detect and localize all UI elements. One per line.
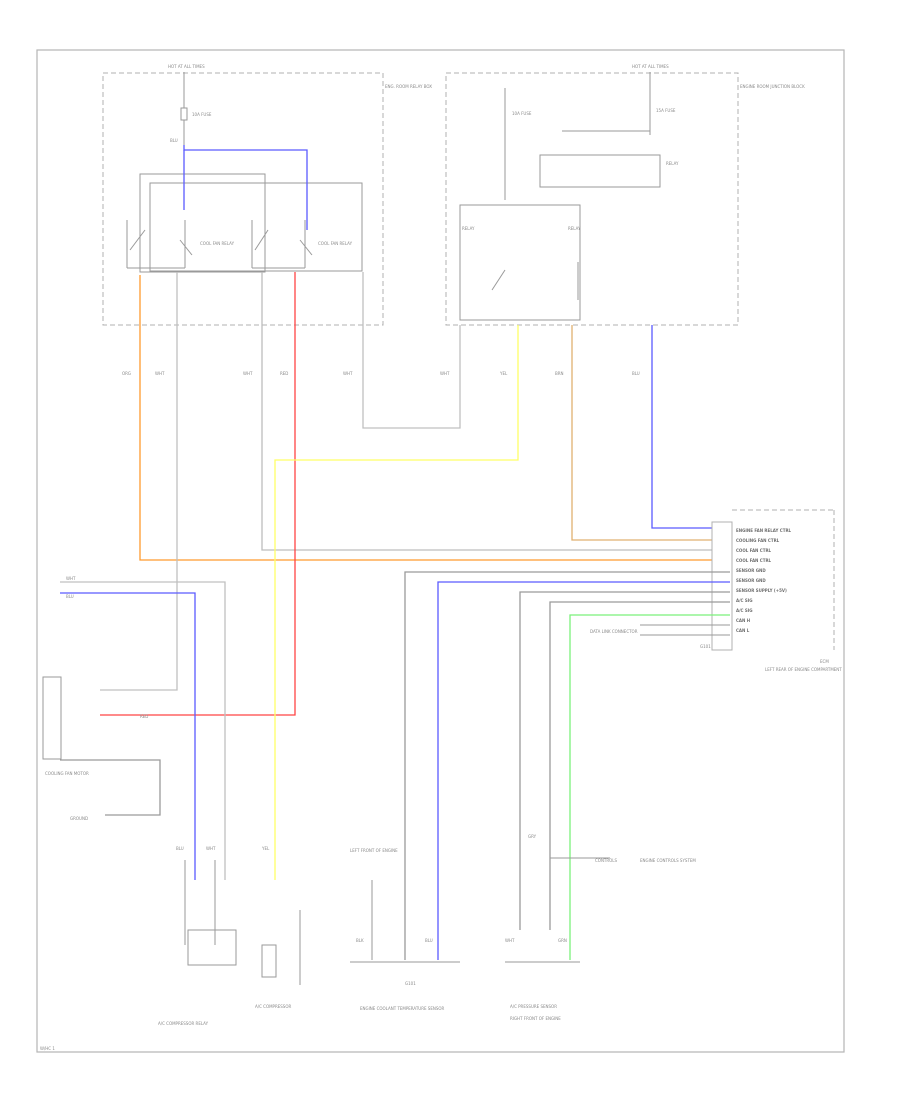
green-ecm-wire bbox=[569, 614, 730, 960]
yellow-wire bbox=[274, 325, 519, 880]
bottom-wire-wht: WHT bbox=[206, 846, 216, 851]
ect-ground-label: G101 bbox=[405, 981, 416, 986]
ecm-label: ECM bbox=[820, 659, 829, 664]
left-blue-wire bbox=[60, 592, 196, 880]
ecm-pin-1: ENGINE FAN RELAY CTRL bbox=[736, 528, 792, 533]
gray-ecm-wire-3 bbox=[519, 591, 730, 930]
left-fuse bbox=[180, 107, 188, 121]
relay-2-contact bbox=[254, 229, 269, 251]
right-relay-1-label: RELAY bbox=[462, 226, 475, 231]
diagram-border bbox=[36, 49, 845, 1053]
right-relay-2-label: RELAY bbox=[568, 226, 581, 231]
blue-wire-label: BLU bbox=[170, 138, 178, 143]
blue-wire-top bbox=[183, 145, 308, 230]
red-wire-label: RED bbox=[280, 371, 288, 376]
ecm-controls-label: CONTROLS bbox=[595, 858, 618, 863]
ecm-pin-11: CAN L bbox=[736, 628, 750, 633]
left-wire-label-2: BLU bbox=[66, 594, 74, 599]
footer-label: W/HC 1 bbox=[40, 1046, 55, 1051]
cooling-fan-motor bbox=[42, 676, 62, 760]
blue-ecm-wire-2 bbox=[437, 581, 730, 960]
relay-2-label: COOL FAN RELAY bbox=[318, 241, 353, 246]
ecm-pin-10: CAN H bbox=[736, 618, 750, 623]
white-wire-2-label: WHT bbox=[243, 371, 253, 376]
gray-ecm-wire-1 bbox=[404, 571, 730, 960]
left-relay-outline bbox=[139, 173, 266, 273]
ect-wire-blu: BLU bbox=[425, 938, 433, 943]
ecm-connector bbox=[711, 521, 733, 651]
white-wire-1-label: WHT bbox=[155, 371, 165, 376]
white-wire-3-label: WHT bbox=[343, 371, 353, 376]
left-relay-outline-2 bbox=[149, 182, 363, 272]
ac-compressor-relay bbox=[187, 929, 237, 966]
ac-compressor-relay-label: A/C COMPRESSOR RELAY bbox=[158, 1021, 209, 1026]
ac-pressure-loc-label: RIGHT FRONT OF ENGINE bbox=[510, 1016, 561, 1021]
ac-pressure-top-label: GRY bbox=[528, 834, 537, 839]
ecm-side-label: DATA LINK CONNECTOR bbox=[590, 629, 638, 634]
relay-1-coil bbox=[179, 239, 193, 256]
engine-controls-label: ENGINE CONTROLS SYSTEM bbox=[640, 858, 696, 863]
ecm-connector-name: G101 bbox=[700, 644, 711, 649]
ect-wire-blk: BLK bbox=[356, 938, 364, 943]
ac-wire-grn: GRN bbox=[558, 938, 567, 943]
blue-wire-ecm bbox=[651, 325, 730, 529]
right-relay-box bbox=[459, 204, 581, 321]
ect-sensor-label: ENGINE COOLANT TEMPERATURE SENSOR bbox=[360, 1006, 445, 1011]
ecm-pin-6: SENSOR GND bbox=[736, 578, 766, 583]
red-wire bbox=[100, 272, 296, 716]
right-box-title: ENGINE ROOM JUNCTION BLOCK bbox=[740, 84, 805, 89]
left-white-wire bbox=[60, 581, 226, 880]
right-relay-contact bbox=[491, 269, 506, 291]
ac-compressor-label: A/C COMPRESSOR bbox=[255, 1004, 291, 1009]
gray-loop-wire bbox=[362, 272, 461, 429]
bottom-wire-yel: YEL bbox=[261, 846, 270, 851]
left-box-title: ENG. ROOM RELAY BOX bbox=[385, 84, 432, 89]
ecm-pin-2: COOLING FAN CTRL bbox=[736, 538, 780, 543]
right-junction-box bbox=[445, 72, 739, 326]
ecm-pin-3: COOL FAN CTRL bbox=[736, 548, 772, 553]
relay-2-coil bbox=[299, 239, 313, 256]
ecm-pin-8: A/C SIG bbox=[736, 598, 753, 603]
ecm-pin-5: SENSOR GND bbox=[736, 568, 766, 573]
orange-wire-label: ORG bbox=[122, 371, 131, 376]
right-fuse-2-label: 15A FUSE bbox=[656, 108, 676, 113]
right-fuse-1-label: 10A FUSE bbox=[512, 111, 532, 116]
ac-compressor bbox=[261, 944, 277, 978]
yellow-wire-label: YEL bbox=[499, 371, 508, 376]
right-relay-3-label: RELAY bbox=[666, 161, 679, 166]
ecm-pin-4: COOL FAN CTRL bbox=[736, 558, 772, 563]
ac-wire-wht: WHT bbox=[505, 938, 515, 943]
right-fuse-block-label: HOT AT ALL TIMES bbox=[632, 64, 669, 69]
blue-wire-ecm-label: BLU bbox=[632, 371, 640, 376]
left-fuse-block-label: HOT AT ALL TIMES bbox=[168, 64, 205, 69]
ecm-pin-7: SENSOR SUPPLY (+5V) bbox=[736, 588, 787, 593]
orange-wire bbox=[139, 275, 730, 561]
white-wire-4-label: WHT bbox=[440, 371, 450, 376]
ac-pressure-label: A/C PRESSURE SENSOR bbox=[510, 1004, 557, 1009]
tan-wire bbox=[571, 325, 730, 541]
brown-wire-label: BRN bbox=[555, 371, 564, 376]
ground-label: GROUND bbox=[70, 816, 88, 821]
relay-1-contact bbox=[129, 229, 146, 251]
white-wire-1 bbox=[100, 272, 178, 691]
gray-ecm-wire-4 bbox=[549, 601, 730, 930]
ecm-sub-label: LEFT REAR OF ENGINE COMPARTMENT bbox=[765, 667, 842, 672]
relay-1-label: COOL FAN RELAY bbox=[200, 241, 235, 246]
left-relay-box bbox=[102, 72, 384, 326]
gray-wire-2 bbox=[261, 272, 730, 551]
left-front-engine-label: LEFT FRONT OF ENGINE bbox=[350, 848, 398, 853]
cooling-fan-label: COOLING FAN MOTOR bbox=[45, 771, 89, 776]
red-wire-bottom-label: RED bbox=[140, 714, 148, 719]
bottom-wire-blu: BLU bbox=[176, 846, 184, 851]
right-relay-3-box bbox=[539, 154, 661, 188]
ecm-pin-9: A/C SIG bbox=[736, 608, 753, 613]
left-ground-wire bbox=[60, 759, 161, 816]
left-wire-label-1: WHT bbox=[66, 576, 76, 581]
left-fuse-label: 10A FUSE bbox=[192, 112, 212, 117]
